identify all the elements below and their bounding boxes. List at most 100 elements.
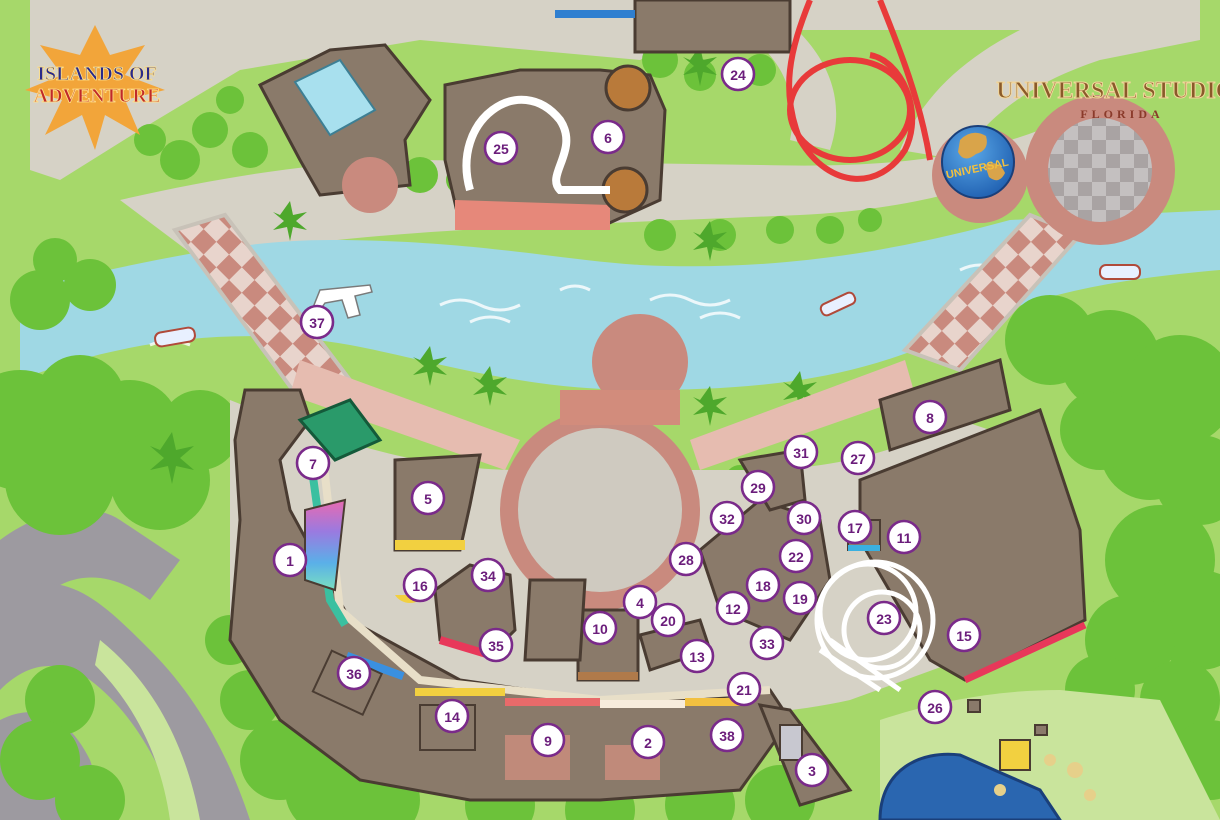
location-marker-label: 6 — [604, 130, 612, 146]
location-marker-circle — [483, 130, 519, 166]
spiral-track — [462, 95, 610, 194]
location-marker-label: 22 — [788, 549, 804, 565]
studios-logo-line1: UNIVERSAL STUDIOS — [996, 78, 1220, 104]
location-marker-circle — [709, 717, 745, 753]
location-marker-circle — [622, 584, 658, 620]
location-marker-label: 27 — [850, 451, 866, 467]
location-marker-13[interactable]: 13 — [679, 638, 715, 674]
islands-logo: ISLANDS OF ADVENTURE — [25, 25, 165, 150]
location-marker-label: 30 — [796, 511, 812, 527]
location-marker-circle — [679, 638, 715, 674]
location-marker-label: 17 — [847, 520, 863, 536]
location-marker-25[interactable]: 25 — [483, 130, 519, 166]
location-marker-circle — [590, 119, 626, 155]
location-marker-circle — [668, 541, 704, 577]
location-marker-9[interactable]: 9 — [530, 722, 566, 758]
location-marker-18[interactable]: 18 — [745, 567, 781, 603]
location-marker-4[interactable]: 4 — [622, 584, 658, 620]
red-strip-9 — [505, 698, 600, 706]
location-marker-19[interactable]: 19 — [782, 580, 818, 616]
palm-trees — [150, 46, 817, 484]
right-top-path — [700, 0, 837, 150]
islands-logo-line1: ISLANDS OF — [37, 63, 156, 85]
conservatory-dome — [293, 58, 377, 137]
location-marker-label: 31 — [793, 445, 809, 461]
white-coaster — [814, 559, 936, 693]
building-10-trim — [578, 672, 638, 680]
location-marker-10[interactable]: 10 — [582, 610, 618, 646]
location-marker-label: 37 — [309, 315, 325, 331]
location-marker-37[interactable]: 37 — [299, 304, 335, 340]
silo-top — [604, 64, 652, 112]
location-marker-11[interactable]: 11 — [886, 519, 922, 555]
globe-land — [958, 132, 1005, 181]
location-marker-label: 7 — [309, 456, 317, 472]
location-marker-circle — [709, 500, 745, 536]
building-8 — [878, 358, 1012, 452]
location-marker-15[interactable]: 15 — [946, 617, 982, 653]
location-marker-label: 28 — [678, 552, 694, 568]
location-marker-28[interactable]: 28 — [668, 541, 704, 577]
location-marker-circle — [740, 469, 776, 505]
location-marker-label: 16 — [412, 578, 428, 594]
building-3-panel — [779, 724, 803, 761]
white-strip-2 — [600, 700, 685, 708]
location-marker-circle — [749, 625, 785, 661]
location-marker-label: 23 — [876, 611, 892, 627]
location-marker-1[interactable]: 1 — [272, 542, 308, 578]
greenhouse — [878, 752, 1062, 820]
location-marker-21[interactable]: 21 — [726, 671, 762, 707]
building-4 — [523, 578, 587, 662]
orange-strip-38 — [685, 698, 745, 706]
location-marker-22[interactable]: 22 — [778, 538, 814, 574]
top-building-trim — [555, 10, 635, 18]
location-marker-circle — [470, 557, 506, 593]
location-marker-24[interactable]: 24 — [720, 56, 756, 92]
location-marker-7[interactable]: 7 — [295, 445, 331, 481]
location-marker-29[interactable]: 29 — [740, 469, 776, 505]
location-marker-label: 12 — [725, 601, 741, 617]
location-marker-2[interactable]: 2 — [630, 724, 666, 760]
location-marker-35[interactable]: 35 — [478, 627, 514, 663]
location-marker-12[interactable]: 12 — [715, 590, 751, 626]
location-marker-circle — [410, 480, 446, 516]
river-waves — [149, 263, 1001, 347]
location-marker-26[interactable]: 26 — [917, 689, 953, 725]
location-marker-6[interactable]: 6 — [590, 119, 626, 155]
location-marker-5[interactable]: 5 — [410, 480, 446, 516]
location-marker-33[interactable]: 33 — [749, 625, 785, 661]
location-marker-label: 1 — [286, 553, 294, 569]
location-marker-34[interactable]: 34 — [470, 557, 506, 593]
location-marker-8[interactable]: 8 — [912, 399, 948, 435]
location-marker-23[interactable]: 23 — [866, 600, 902, 636]
location-marker-label: 36 — [346, 666, 362, 682]
location-marker-32[interactable]: 32 — [709, 500, 745, 536]
location-marker-20[interactable]: 20 — [650, 602, 686, 638]
location-marker-36[interactable]: 36 — [336, 655, 372, 691]
location-marker-label: 2 — [644, 735, 652, 751]
building-17-trim — [848, 545, 880, 551]
location-marker-27[interactable]: 27 — [840, 440, 876, 476]
location-marker-31[interactable]: 31 — [783, 434, 819, 470]
location-marker-38[interactable]: 38 — [709, 717, 745, 753]
location-marker-3[interactable]: 3 — [794, 752, 830, 788]
location-marker-label: 21 — [736, 682, 752, 698]
location-marker-label: 9 — [544, 733, 552, 749]
location-marker-circle — [837, 509, 873, 545]
playground-26 — [967, 699, 1096, 801]
location-marker-label: 11 — [897, 530, 912, 546]
teal-walkway — [306, 454, 349, 628]
location-marker-circle — [917, 689, 953, 725]
amphitheater — [560, 390, 680, 425]
building-5-trim — [395, 540, 465, 550]
location-marker-14[interactable]: 14 — [434, 698, 470, 734]
plaza-stripes-left — [290, 360, 520, 470]
location-marker-circle — [745, 567, 781, 603]
yellow-strip-14 — [415, 688, 505, 696]
location-marker-30[interactable]: 30 — [786, 500, 822, 536]
location-marker-17[interactable]: 17 — [837, 509, 873, 545]
road — [0, 509, 180, 640]
location-marker-16[interactable]: 16 — [402, 567, 438, 603]
